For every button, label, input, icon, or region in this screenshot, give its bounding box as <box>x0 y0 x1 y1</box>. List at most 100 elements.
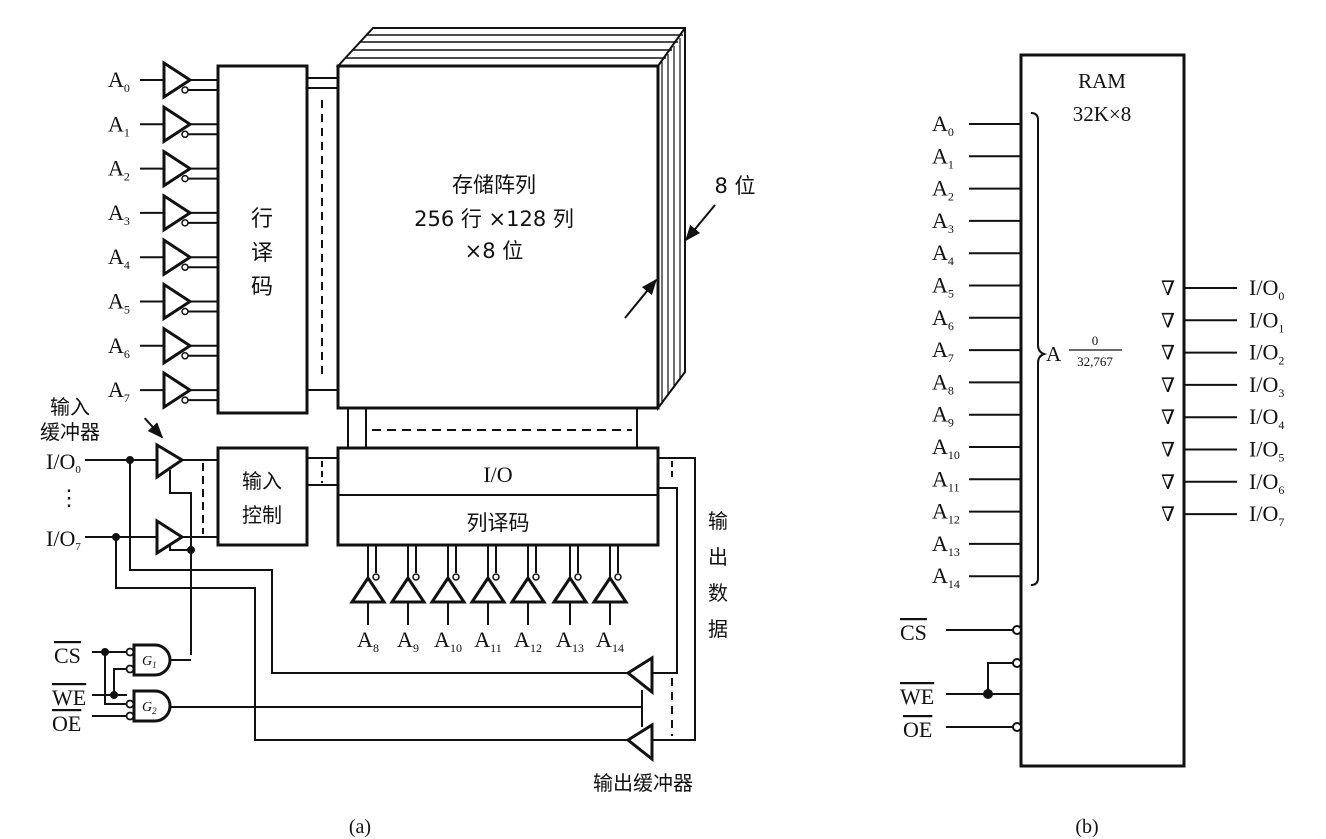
memory-array <box>335 27 716 411</box>
input-buffer-label-2: 缓冲器 <box>40 420 100 444</box>
address-pin-label: A10 <box>932 434 960 462</box>
row-address-buffer <box>140 370 218 410</box>
io-pin-label: I/O4 <box>1249 404 1284 432</box>
tristate-icon: ∇ <box>1161 278 1175 300</box>
row-decoder-box <box>216 64 309 415</box>
column-address-label: A13 <box>556 627 584 655</box>
io-pin-label: I/O1 <box>1249 307 1284 335</box>
address-pin-label: A12 <box>932 499 960 527</box>
input-control-label-1: 输入 <box>242 469 282 493</box>
row-decoder-label-2: 译 <box>251 241 273 266</box>
tristate-icon: ∇ <box>1161 343 1175 365</box>
address-pin-label: A9 <box>932 402 954 430</box>
row-address-label: A7 <box>108 377 130 405</box>
column-decoder-label: 列译码 <box>467 511 530 535</box>
address-pin-label: A5 <box>932 273 954 301</box>
row-address-buffer <box>140 104 218 145</box>
column-address-label: A8 <box>357 627 379 655</box>
cs-label-b: CS <box>900 620 927 645</box>
column-address-buffer <box>551 545 589 625</box>
tristate-icon: ∇ <box>1161 472 1175 494</box>
address-range: A 0 32,767 <box>1046 333 1122 369</box>
io-pin-label: I/O0 <box>1249 275 1284 303</box>
figure-b <box>946 53 1237 768</box>
column-address-label: A11 <box>474 627 501 655</box>
row-address-label: A0 <box>108 67 130 95</box>
output-data-label-4: 据 <box>708 617 728 641</box>
depth-arrow-out <box>684 204 716 242</box>
io-pin-label: I/O5 <box>1249 437 1284 465</box>
address-pin-label: A8 <box>932 369 954 397</box>
figure-a <box>85 27 716 763</box>
memory-array-title: 存储阵列 <box>452 173 536 197</box>
tristate-icon: ∇ <box>1161 310 1175 332</box>
row-address-buffer <box>140 193 218 233</box>
row-address-buffer <box>140 237 218 277</box>
row-address-label: A6 <box>108 333 130 361</box>
row-address-buffer <box>140 60 218 100</box>
tristate-icon: ∇ <box>1161 440 1175 462</box>
we-label-b: WE <box>900 684 934 709</box>
output-buffers <box>625 457 696 763</box>
output-data-label-2: 出 <box>708 545 728 569</box>
row-decoder-label-3: 码 <box>251 275 273 300</box>
address-pin-label: A7 <box>932 337 954 365</box>
io0-pin-label: I/O0 <box>46 449 81 476</box>
column-address-buffer <box>591 545 629 625</box>
oe-label-a: OE <box>52 711 81 736</box>
address-pin-label: A13 <box>932 531 960 559</box>
input-buffers <box>85 417 630 741</box>
address-range-from: 0 <box>1092 333 1099 348</box>
ram-chip-box <box>1019 53 1186 768</box>
row-address-label: A2 <box>108 156 130 184</box>
input-buffer-label-1: 输入 <box>50 395 90 419</box>
tristate-icon: ∇ <box>1161 407 1175 429</box>
io-pin-label: I/O2 <box>1249 340 1284 368</box>
address-pin-label: A3 <box>932 208 954 236</box>
ram-size: 32K×8 <box>1073 102 1132 126</box>
address-pin-label: A1 <box>932 143 954 171</box>
row-address-label: A3 <box>108 200 130 228</box>
column-address-label: A12 <box>514 627 542 655</box>
io-pin-label: I/O3 <box>1249 372 1284 400</box>
address-pin-label: A2 <box>932 176 954 204</box>
io-pin-label: I/O7 <box>1249 501 1284 529</box>
memory-array-bits: ×8 位 <box>465 239 524 263</box>
row-decoder-label-1: 行 <box>251 207 273 232</box>
column-address-label: A10 <box>434 627 462 655</box>
cs-label-a: CS <box>54 643 81 668</box>
column-address-label: A14 <box>596 627 624 655</box>
output-buffer-label: 输出缓冲器 <box>593 771 693 795</box>
depth-label: 8 位 <box>714 174 755 198</box>
address-range-to: 32,767 <box>1077 354 1113 369</box>
io-block-label: I/O <box>483 462 512 487</box>
input-control-label-2: 控制 <box>242 503 282 527</box>
row-address-label: A4 <box>108 244 130 272</box>
address-pin-label: A4 <box>932 240 954 268</box>
input-control-box <box>216 446 309 547</box>
oe-label-b: OE <box>903 717 932 742</box>
caption-a: (a) <box>349 816 371 838</box>
row-address-buffer <box>140 281 218 322</box>
ram-title: RAM <box>1078 69 1126 93</box>
output-data-label-1: 输 <box>708 509 728 533</box>
column-address-buffer <box>349 545 387 625</box>
address-pin-label: A0 <box>932 111 954 139</box>
address-brace <box>1030 112 1048 586</box>
column-address-buffer <box>509 545 547 625</box>
io-ellipsis: ⋮ <box>58 485 80 510</box>
row-address-buffer <box>140 326 218 366</box>
memory-array-dims: 256 行 ×128 列 <box>414 207 574 231</box>
row-address-buffer <box>140 148 218 189</box>
we-label-a: WE <box>52 685 86 710</box>
depth-arrow-in <box>624 278 658 319</box>
address-range-prefix: A <box>1046 342 1062 366</box>
io-pin-label: I/O6 <box>1249 469 1284 497</box>
io-column-decoder-box <box>336 446 660 547</box>
output-data-label-3: 数 <box>708 581 728 605</box>
address-pin-label: A14 <box>932 563 960 591</box>
row-address-label: A1 <box>108 111 130 139</box>
column-address-label: A9 <box>397 627 419 655</box>
column-address-buffer <box>469 545 507 625</box>
